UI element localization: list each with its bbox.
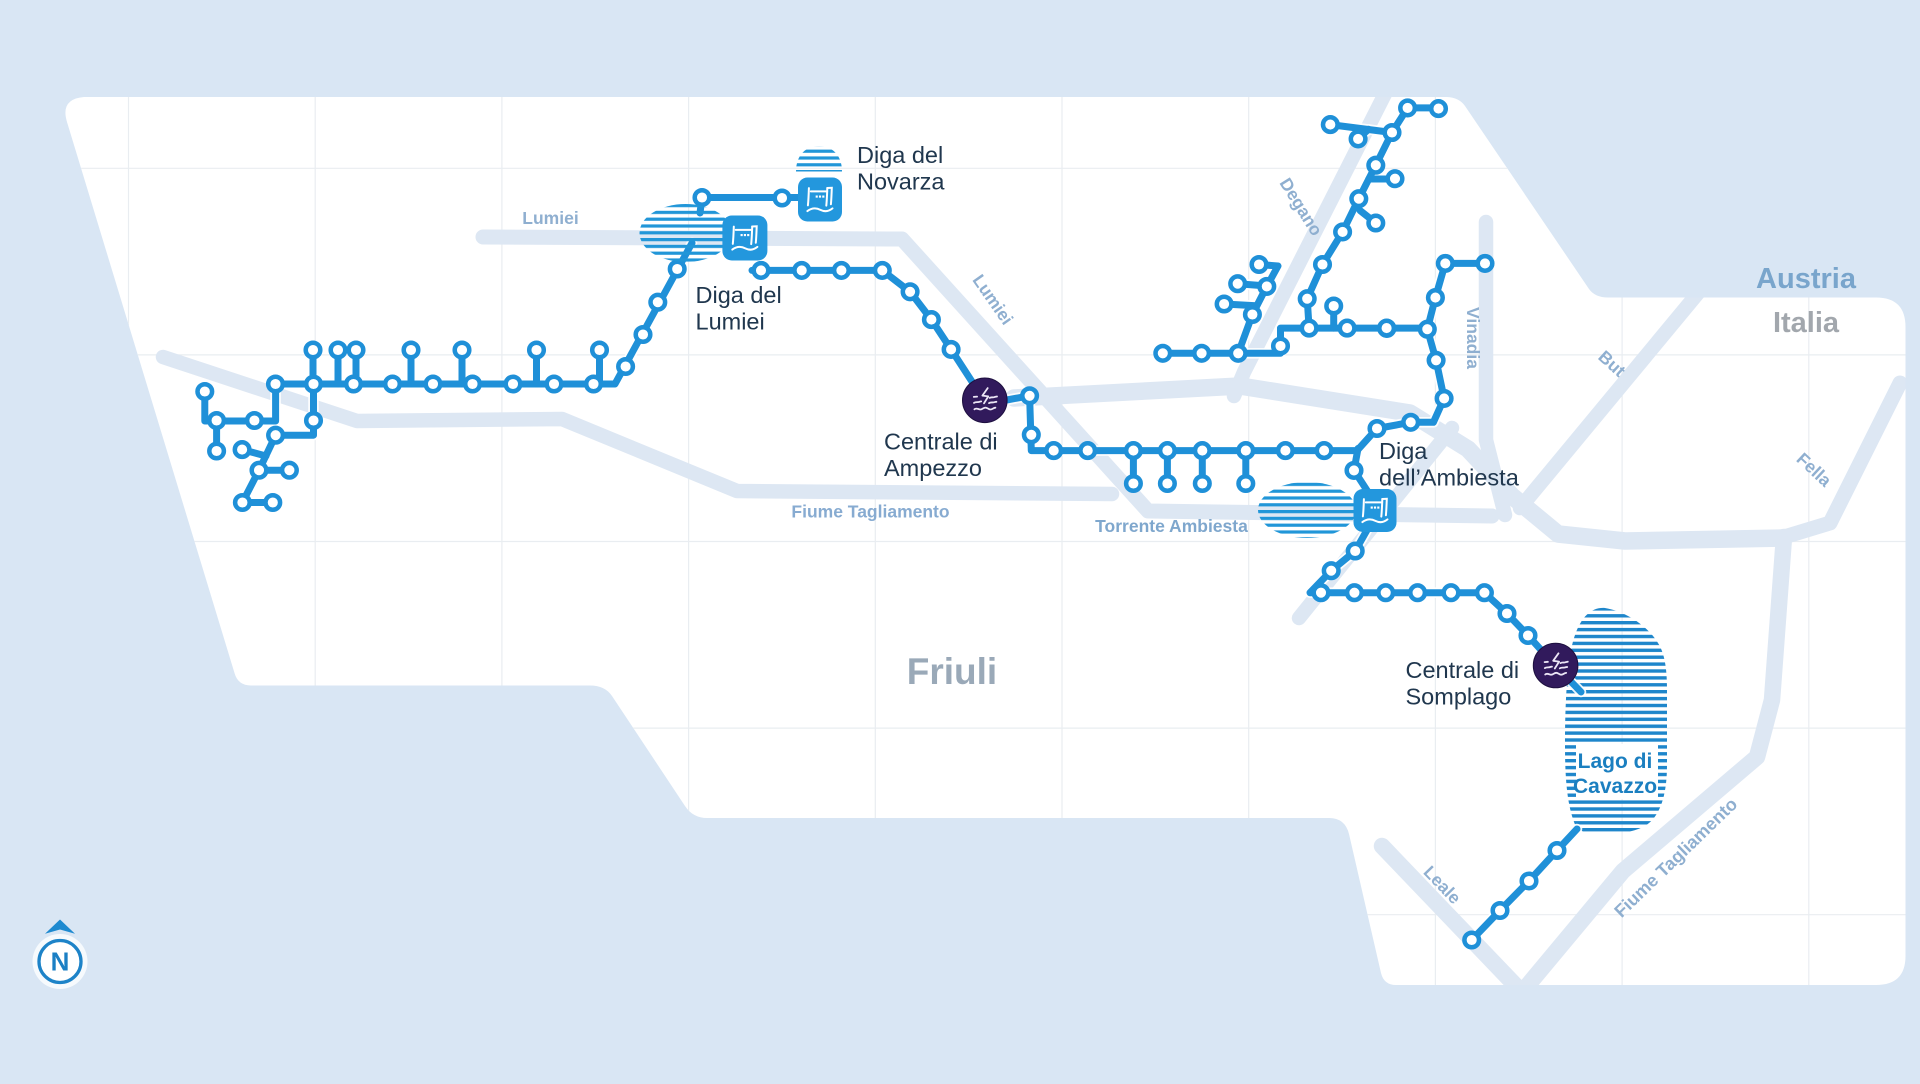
svg-text:Italia: Italia bbox=[1773, 307, 1840, 339]
svg-text:Diga del: Diga del bbox=[696, 282, 782, 308]
svg-text:Austria: Austria bbox=[1756, 263, 1857, 295]
svg-text:dell’Ambiesta: dell’Ambiesta bbox=[1379, 465, 1520, 491]
svg-text:Diga del: Diga del bbox=[857, 142, 943, 168]
svg-text:Lumiei: Lumiei bbox=[696, 309, 765, 335]
svg-text:Fiume Tagliamento: Fiume Tagliamento bbox=[791, 502, 949, 522]
svg-text:Ampezzo: Ampezzo bbox=[884, 455, 982, 481]
svg-text:Lago di: Lago di bbox=[1578, 750, 1653, 773]
svg-text:Torrente Ambiesta: Torrente Ambiesta bbox=[1095, 516, 1248, 536]
svg-text:Centrale di: Centrale di bbox=[1406, 657, 1520, 683]
svg-text:Diga: Diga bbox=[1379, 438, 1428, 464]
svg-text:Centrale di: Centrale di bbox=[884, 429, 998, 455]
svg-text:Cavazzo: Cavazzo bbox=[1573, 775, 1657, 798]
svg-text:Novarza: Novarza bbox=[857, 169, 945, 195]
svg-text:N: N bbox=[51, 947, 70, 977]
svg-text:Vinadia: Vinadia bbox=[1463, 307, 1483, 369]
svg-text:Somplago: Somplago bbox=[1406, 683, 1512, 709]
svg-text:Lumiei: Lumiei bbox=[522, 208, 578, 228]
svg-text:Friuli: Friuli bbox=[907, 651, 997, 692]
